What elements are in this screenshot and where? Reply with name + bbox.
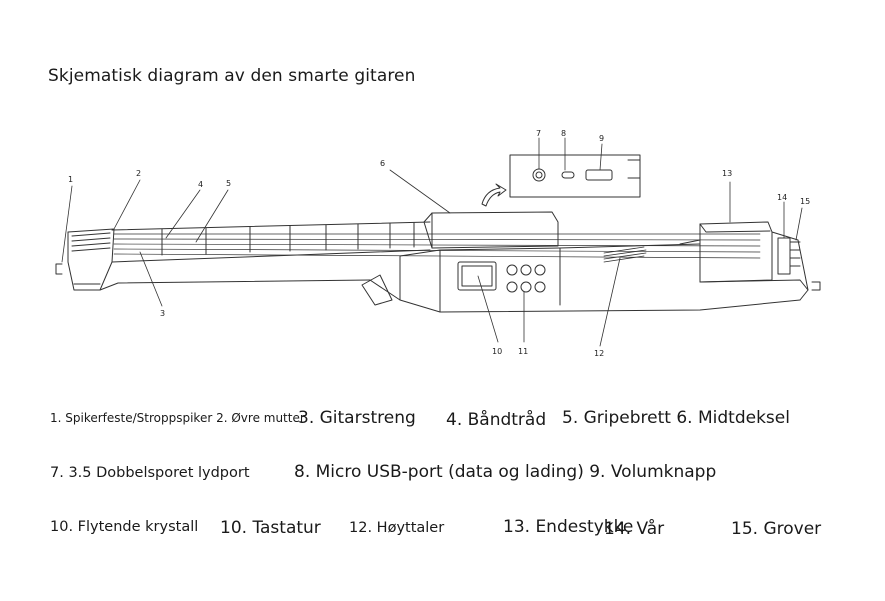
legend-item-8-9: 8. Micro USB-port (data og lading) 9. Vo… — [294, 462, 717, 482]
legend-item-12: 12. Høyttaler — [349, 520, 445, 536]
diagram-title: Skjematisk diagram av den smarte gitaren — [48, 66, 416, 86]
callout-15: 15 — [800, 197, 810, 206]
neck-upper — [111, 221, 431, 231]
center-body — [361, 211, 801, 313]
callout-4: 4 — [198, 180, 203, 189]
legend-item-14: 14. Vår — [604, 519, 665, 539]
callout-3: 3 — [160, 309, 165, 318]
legend-item-5-6: 5. Gripebrett 6. Midtdeksel — [562, 408, 790, 428]
legend-item-15: 15. Grover — [731, 519, 822, 539]
legend-item-1-2: 1. Spikerfeste/Stroppspiker 2. Øvre mutt… — [50, 411, 305, 425]
neck-bottom — [99, 279, 371, 291]
callout-9: 9 — [599, 134, 604, 143]
callout-7: 7 — [536, 129, 541, 138]
legend-item-13: 13. Endestykke — [503, 517, 634, 537]
legend-item-7: 7. 3.5 Dobbelsporet lydport — [50, 465, 250, 481]
callout-14: 14 — [777, 193, 787, 202]
callout-8: 8 — [561, 129, 566, 138]
callout-11: 11 — [518, 347, 528, 356]
inset-arrow — [481, 183, 507, 207]
lcd-screen — [457, 261, 497, 291]
callout-1: 1 — [68, 175, 73, 184]
callout-5: 5 — [226, 179, 231, 188]
leader-lines — [61, 137, 803, 347]
end-piece — [679, 221, 809, 301]
callout-6: 6 — [380, 159, 385, 168]
callout-10: 10 — [492, 347, 502, 356]
callout-13: 13 — [722, 169, 732, 178]
callout-2: 2 — [136, 169, 141, 178]
strings — [113, 233, 761, 259]
neck-lower — [111, 249, 431, 263]
legend-item-3: 3. Gitarstreng — [298, 408, 416, 428]
legend-item-10b: 10. Tastatur — [220, 518, 321, 538]
legend-item-10a: 10. Flytende krystall — [50, 519, 199, 535]
speaker — [603, 246, 647, 263]
headstock — [55, 228, 115, 291]
callout-12: 12 — [594, 349, 604, 358]
port-inset — [509, 154, 641, 198]
legend-item-4: 4. Båndtråd — [446, 410, 547, 430]
keypad — [506, 264, 546, 293]
